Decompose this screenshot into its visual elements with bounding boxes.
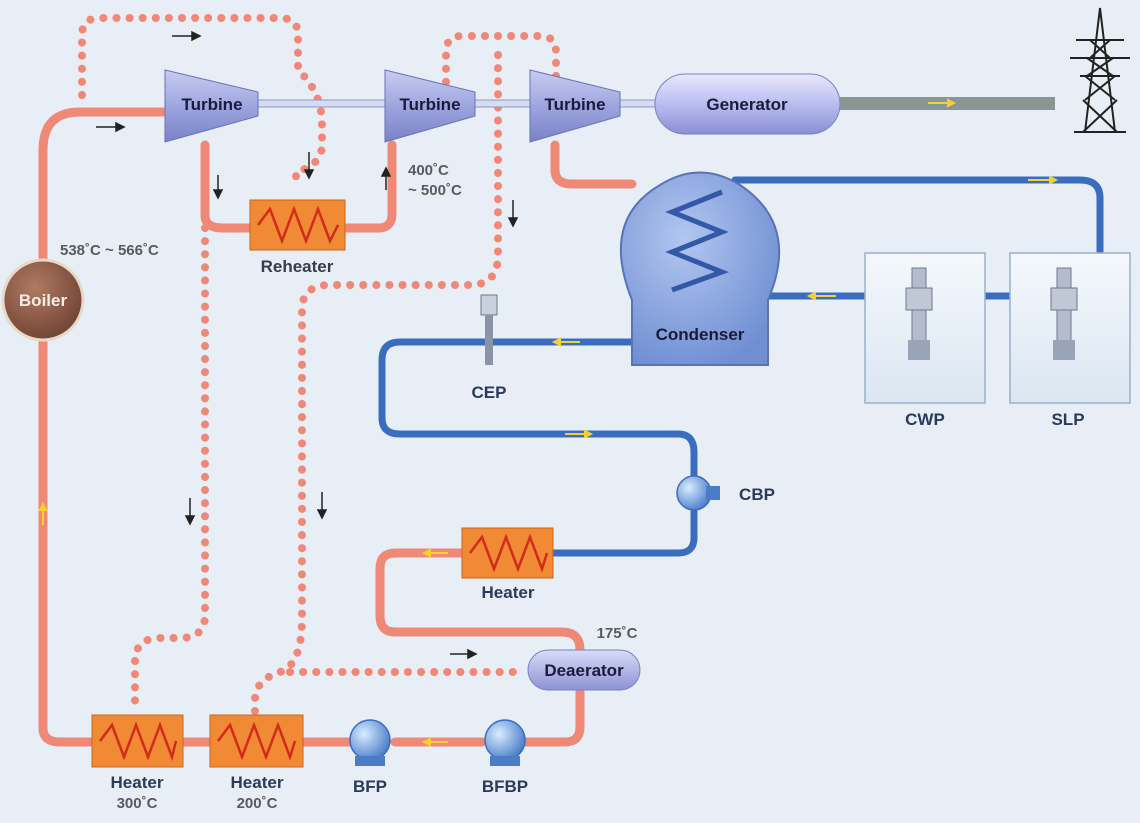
- deaerator: Deaerator 175˚C: [527, 625, 641, 691]
- slp-pump-icon: [1050, 267, 1078, 360]
- ip-turbine-label: Turbine: [399, 95, 460, 114]
- reheat-temp-2: ~ 500˚C: [408, 182, 462, 199]
- slp-pond: SLP: [1009, 252, 1131, 429]
- lp-turbine-label: Turbine: [544, 95, 605, 114]
- ip-turbine: Turbine: [384, 69, 476, 143]
- reheater-label: Reheater: [261, 257, 334, 276]
- deaerator-temp: 175˚C: [597, 625, 638, 642]
- boiler: Boiler: [1, 258, 85, 342]
- cooling-water-pipes: [378, 176, 1104, 557]
- hp-heater-2-label: Heater: [231, 773, 284, 792]
- generator: Generator: [654, 73, 841, 135]
- steam-pipes: [38, 107, 637, 747]
- flow-arrows-yellow: [38, 98, 1059, 747]
- reheat-temp-1: 400˚C: [408, 162, 449, 179]
- boiler-temp: 538˚C ~ 566˚C: [60, 242, 159, 259]
- cwp-label: CWP: [905, 410, 945, 429]
- hp-heater-2: Heater 200˚C: [209, 714, 304, 812]
- lp-turbine: Turbine: [529, 69, 621, 143]
- bfbp-label: BFBP: [482, 777, 528, 796]
- lp-heater-label: Heater: [482, 583, 535, 602]
- cwp-pump-icon: [905, 267, 933, 360]
- cep-pump: CEP: [472, 294, 507, 402]
- condenser-label: Condenser: [656, 325, 745, 344]
- deaerator-label: Deaerator: [544, 661, 624, 680]
- bfp-pump: BFP: [349, 719, 391, 796]
- flow-arrows: [96, 30, 519, 660]
- boiler-label: Boiler: [19, 291, 68, 310]
- cbp-pump: CBP: [676, 475, 775, 511]
- bfbp-pump: BFBP: [482, 719, 528, 796]
- cwp-pond: CWP: [864, 252, 986, 429]
- generator-label: Generator: [706, 95, 788, 114]
- lp-heater: Heater: [461, 527, 554, 602]
- cbp-label: CBP: [739, 485, 775, 504]
- bfp-label: BFP: [353, 777, 387, 796]
- hp-heater-1-label: Heater: [111, 773, 164, 792]
- cep-label: CEP: [472, 383, 507, 402]
- hp-heater-1-temp: 300˚C: [117, 795, 158, 812]
- reheater: Reheater: [249, 199, 346, 276]
- condenser: Condenser: [619, 171, 781, 366]
- hp-heater-2-temp: 200˚C: [237, 795, 278, 812]
- slp-label: SLP: [1051, 410, 1084, 429]
- hp-heater-1: Heater 300˚C: [91, 714, 184, 812]
- hp-turbine-label: Turbine: [181, 95, 242, 114]
- hp-turbine: Turbine: [164, 69, 259, 143]
- transmission-tower-icon: [1070, 7, 1130, 133]
- extraction-lines: [78, 14, 560, 716]
